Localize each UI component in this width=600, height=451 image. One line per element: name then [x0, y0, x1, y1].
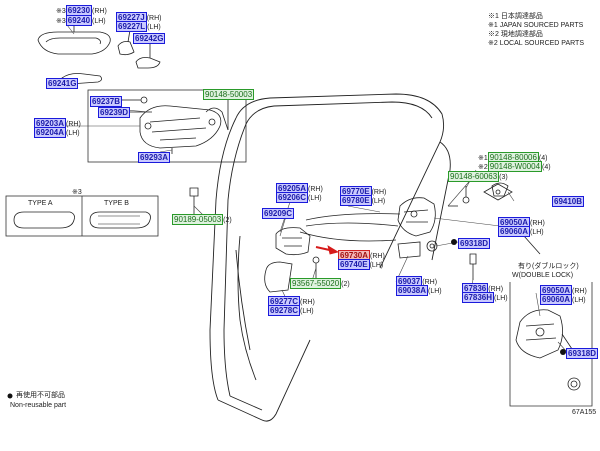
legend-bullet: [7, 393, 13, 399]
part-link-90148-W0004[interactable]: 90148-W0004: [487, 161, 543, 172]
type-b-handle-shape: [89, 211, 151, 229]
part-callout-93567-55020: 93567-55020(2): [290, 278, 350, 289]
part-callout-69241G: 69241G: [46, 78, 79, 89]
part-callout-69239D: 69239D: [98, 107, 131, 118]
part-callout-69740E: 69740E(LH): [338, 259, 384, 270]
part-link-69318D[interactable]: 69318D: [458, 238, 491, 249]
part-link-69293A[interactable]: 69293A: [138, 152, 171, 163]
part-link-69740E[interactable]: 69740E: [338, 259, 370, 270]
part-callout-69318D-double: 69318D: [566, 348, 599, 359]
part-link-69227L[interactable]: 69227L: [116, 21, 148, 32]
footer-nonreuse-jp: 再使用不可部品: [16, 392, 65, 399]
nonreusable-mark: [451, 239, 457, 245]
part-callout-67836H: 67836H(LH): [462, 292, 508, 303]
bolts-and-clips: [189, 182, 541, 280]
double-lock-label-jp: 有り(ダブルロック): [518, 263, 579, 270]
double-lock-label-en: W(DOUBLE LOCK): [512, 272, 574, 279]
part-link-69278C[interactable]: 69278C: [268, 305, 301, 316]
type-mark: ※3: [72, 189, 82, 196]
part-link-69318D-double[interactable]: 69318D: [566, 348, 599, 359]
part-link-69241G[interactable]: 69241G: [46, 78, 79, 89]
handle-cap-illustration: [117, 29, 161, 69]
part-link-69410B[interactable]: 69410B: [552, 196, 585, 207]
part-callout-69038A: 69038A(LH): [396, 285, 442, 296]
part-callout-69060A-double: 69060A(LH): [540, 294, 586, 305]
part-link-67836H[interactable]: 67836H: [462, 292, 495, 303]
part-callout-69206C: 69206C(LH): [276, 192, 322, 203]
door-outline: [209, 93, 451, 422]
type-b-label: TYPE B: [104, 200, 129, 207]
highlight-arrow: [315, 245, 340, 255]
part-link-69038A[interactable]: 69038A: [396, 285, 429, 296]
legend-jp-origin: ※1 日本調達部品: [488, 13, 543, 20]
part-callout-90148-50003: 90148-50003: [203, 89, 255, 100]
part-callout-69278C: 69278C(LH): [268, 305, 314, 316]
part-callout-90189-05003: 90189-05003(2): [172, 214, 232, 225]
legend-jp-origin-en: ※1 JAPAN SOURCED PARTS: [488, 22, 584, 29]
type-a-handle-shape: [13, 211, 75, 229]
part-link-93567-55020[interactable]: 93567-55020: [290, 278, 342, 289]
part-callout-69410B: 69410B: [552, 196, 585, 207]
double-lock-inset-border: [509, 282, 593, 407]
part-link-69237B[interactable]: 69237B: [90, 96, 123, 107]
type-a-label: TYPE A: [28, 200, 53, 207]
part-link-69206C[interactable]: 69206C: [276, 192, 309, 203]
part-link-69060A[interactable]: 69060A: [498, 226, 531, 237]
part-callout-69237B: 69237B: [90, 96, 123, 107]
part-callout-69780E: 69780E(LH): [340, 195, 386, 206]
double-lock-assembly-illustration: [515, 309, 581, 391]
striker-illustration: [483, 183, 513, 201]
legend-local-origin-en: ※2 LOCAL SOURCED PARTS: [488, 40, 584, 47]
part-callout-90148-60063: 90148-60063(3): [448, 171, 508, 182]
part-link-90148-60063[interactable]: 90148-60063: [448, 171, 500, 182]
part-link-90189-05003[interactable]: 90189-05003: [172, 214, 224, 225]
part-callout-69060A: 69060A(LH): [498, 226, 544, 237]
part-link-69242G[interactable]: 69242G: [133, 33, 166, 44]
part-link-69060A-double[interactable]: 69060A: [540, 294, 573, 305]
part-callout-69293A: 69293A: [138, 152, 171, 163]
part-callout-69204A: 69204A(LH): [34, 127, 80, 138]
diagram-code: 67A155: [572, 409, 597, 416]
part-link-90148-50003[interactable]: 90148-50003: [203, 89, 255, 100]
part-callout-69209C: 69209C: [262, 208, 295, 219]
part-link-69240[interactable]: 69240: [65, 15, 93, 26]
part-callout-69227L: 69227L(LH): [116, 21, 161, 32]
part-callout-69318D: 69318D: [458, 238, 491, 249]
part-link-69209C[interactable]: 69209C: [262, 208, 295, 219]
legend-local-origin: ※2 現地調達部品: [488, 31, 543, 38]
part-callout-69242G: 69242G: [133, 33, 166, 44]
part-link-69204A[interactable]: 69204A: [34, 127, 67, 138]
part-link-69780E[interactable]: 69780E: [340, 195, 372, 206]
handle-frame-illustration: [120, 96, 229, 154]
nonreusable-mark-2: [560, 349, 566, 355]
part-link-69239D[interactable]: 69239D: [98, 107, 131, 118]
outside-handle-illustration: [37, 24, 111, 85]
footer-nonreuse-en: Non-reusable part: [10, 402, 67, 409]
